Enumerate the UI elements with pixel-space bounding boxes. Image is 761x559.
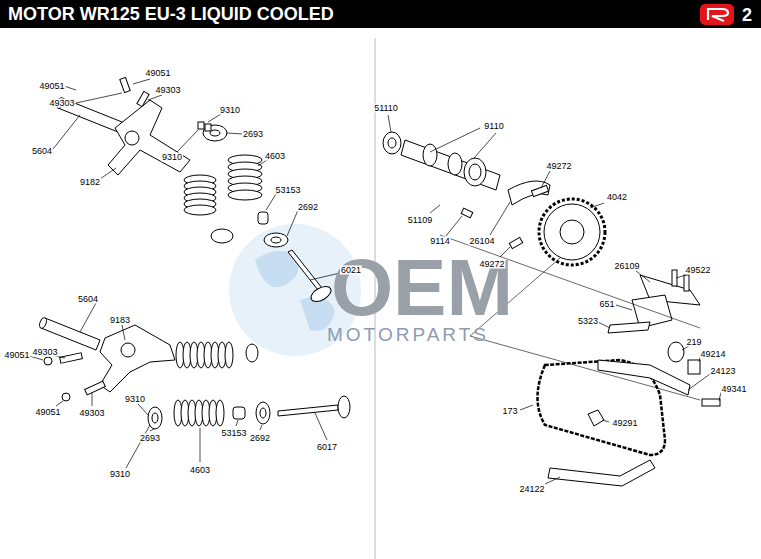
callout-number: 53153 <box>274 186 301 195</box>
callout-number: 4042 <box>606 193 628 202</box>
callout-number: 49291 <box>611 419 638 428</box>
callout-number: 6017 <box>316 443 338 452</box>
callout-number: 9310 <box>219 106 241 115</box>
callout-number: 49303 <box>31 348 58 357</box>
callout-number: 9310 <box>124 395 146 404</box>
callout-number: 49341 <box>720 385 747 394</box>
page-title: MOTOR WR125 EU-3 LIQUID COOLED <box>8 3 334 25</box>
callout-number: 49051 <box>3 351 30 360</box>
callout-number: 2692 <box>297 203 319 212</box>
callout-number: 51109 <box>407 216 433 225</box>
callout-number: 173 <box>501 407 518 416</box>
callout-number: 24123 <box>709 367 736 376</box>
callout-number: 49303 <box>48 99 75 108</box>
callout-number: 26104 <box>468 237 495 246</box>
callout-number: 49214 <box>699 350 726 359</box>
callout-number: 49303 <box>78 409 105 418</box>
callout-number: 5604 <box>77 295 99 304</box>
callout-number: 51110 <box>373 104 399 113</box>
callout-number: 9110 <box>483 122 504 131</box>
callout-number: 9310 <box>109 470 131 479</box>
callout-number: 2693 <box>139 434 161 443</box>
callout-number: 24122 <box>518 485 545 494</box>
callout-number: 49303 <box>154 86 181 95</box>
callout-number: 9114 <box>429 237 450 246</box>
callout-number: 49272 <box>478 260 505 269</box>
callout-number: 4603 <box>264 152 286 161</box>
callout-number: 49051 <box>144 69 171 78</box>
callout-number: 2693 <box>242 130 264 139</box>
callout-number: 49051 <box>34 408 61 417</box>
callout-number: 219 <box>685 338 702 347</box>
callout-number: 6021 <box>340 266 362 275</box>
callout-number: 5604 <box>31 147 53 156</box>
header-bar: MOTOR WR125 EU-3 LIQUID COOLED <box>0 0 761 28</box>
page-number: 2 <box>742 6 752 24</box>
callout-number: 5323 <box>577 317 599 326</box>
callout-number: 9183 <box>109 316 131 325</box>
callout-number: 53153 <box>220 429 247 438</box>
callout-number: 49051 <box>38 82 65 91</box>
callout-number: 49272 <box>545 162 572 171</box>
callout-number: 4603 <box>189 466 211 475</box>
callout-number: 9310 <box>161 153 183 162</box>
callout-number: 2692 <box>249 434 271 443</box>
callout-number: 49522 <box>684 266 711 275</box>
callout-number: 26109 <box>613 262 640 271</box>
watermark: MOTORPARTS <box>327 325 489 344</box>
callout-number: 651 <box>598 300 615 309</box>
callout-number: 9182 <box>79 178 101 187</box>
